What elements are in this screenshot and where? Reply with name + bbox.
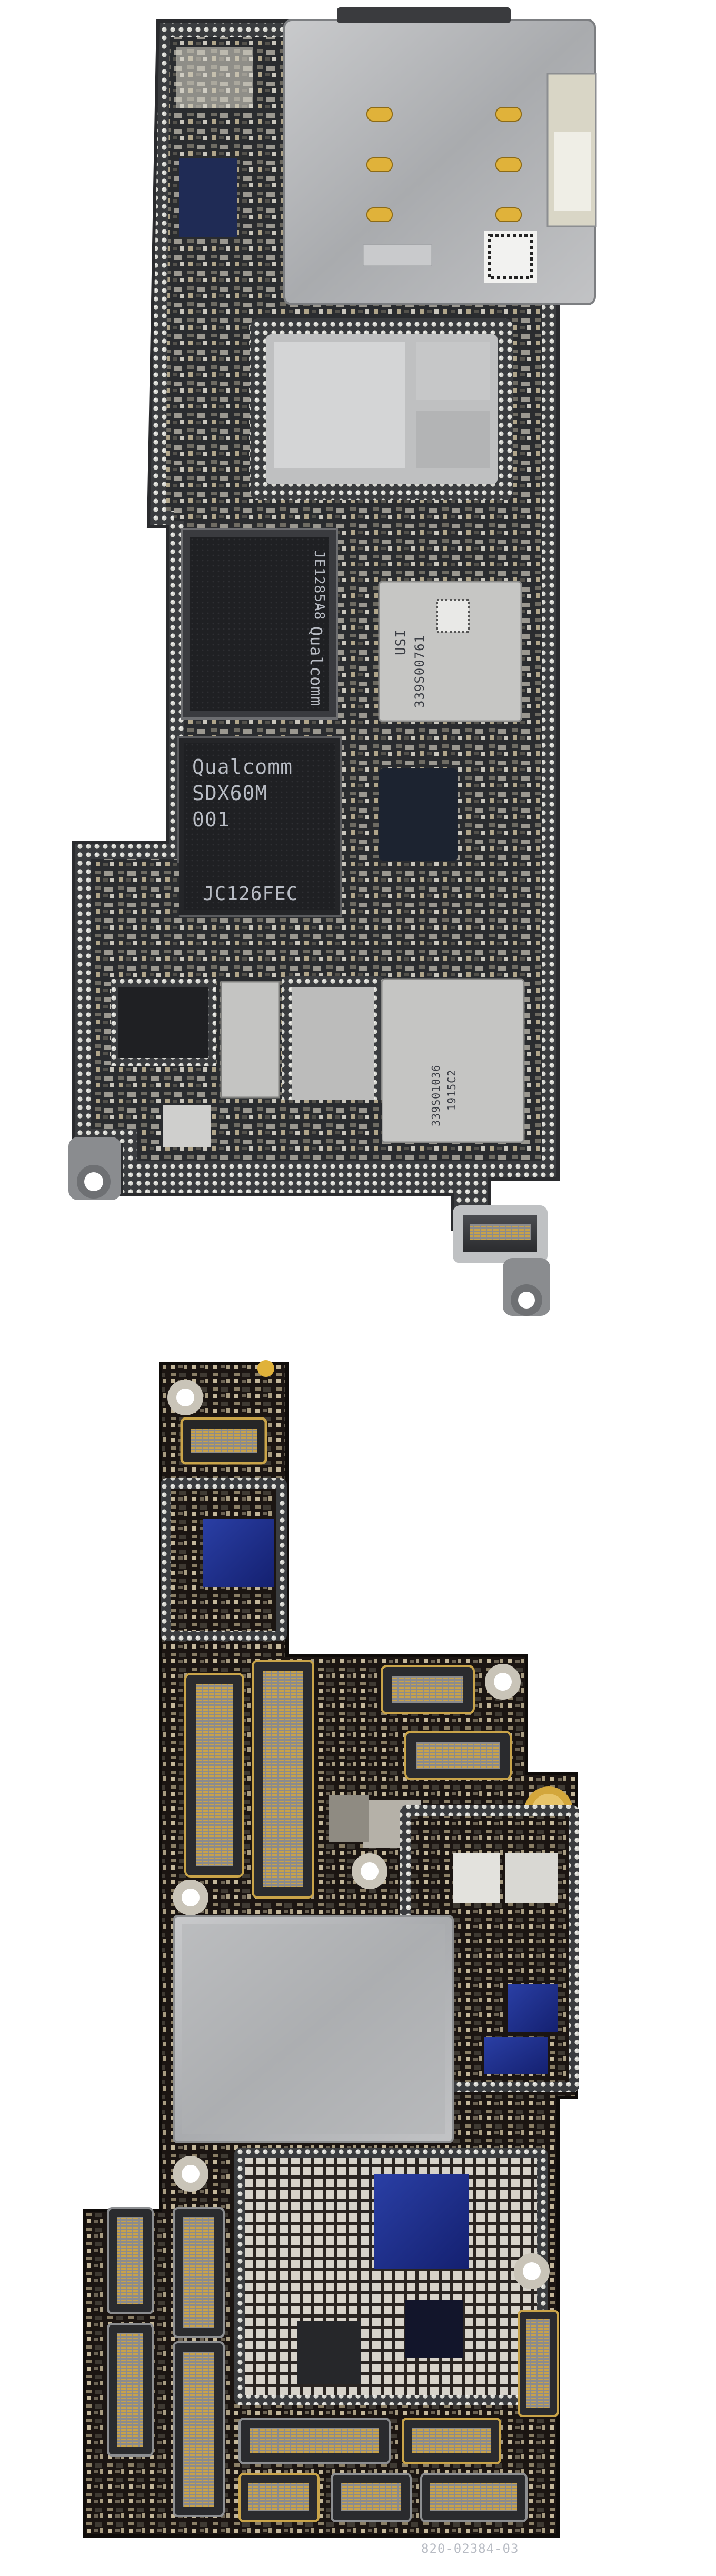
lower-main-shield	[234, 2148, 548, 2405]
modem-model: SDX60M	[192, 782, 267, 805]
top-logic-board: JE1285A8 Qualcomm Qualcomm SDX60M 001 JC…	[68, 7, 597, 1316]
left-column-dark-chip	[179, 158, 237, 237]
upper-right-connector-a	[381, 1665, 475, 1714]
sim-contacts	[366, 107, 522, 222]
rf-code-1: 339S01036	[430, 1065, 442, 1126]
usi-code: 339S00761	[412, 635, 427, 708]
rf-code-2: 1915C2	[445, 1070, 458, 1111]
lower-right-rf-shield: 339S01036 1915C2	[381, 978, 525, 1143]
large-silver-shield	[173, 1915, 454, 2143]
bottom-row-connector-d	[331, 2473, 412, 2522]
upper-right-connector-b	[404, 1731, 512, 1780]
bottom-row-connector-b	[402, 2418, 501, 2464]
right-blue-chip	[508, 1984, 558, 2032]
lower-blue-chip	[374, 2174, 469, 2269]
mid-component-cluster	[342, 505, 532, 579]
right-vertical-connector	[518, 2310, 559, 2417]
bottom-logic-board: 820-02384-03	[83, 1360, 579, 2556]
bottom-left-connector-4	[173, 2341, 225, 2517]
usi-label: USI	[393, 629, 409, 655]
bottom-left-connector-1	[107, 2207, 154, 2314]
modem-rev: 001	[192, 808, 230, 831]
lower-left-bga-chip	[111, 979, 216, 1066]
bottom-row-connector-c	[238, 2473, 320, 2522]
upper-rf-shield	[250, 318, 513, 500]
center-long-connector	[252, 1660, 314, 1899]
left-column-components	[174, 47, 253, 521]
lower-small-shield	[220, 981, 280, 1099]
upper-right-mount-hole	[485, 1664, 521, 1700]
mid-dark-chip	[379, 768, 458, 861]
mid-center-mount-hole	[352, 1853, 387, 1889]
pmic-brand: Qualcomm	[306, 626, 325, 707]
bottom-row-connector-e	[420, 2473, 528, 2522]
lower-right-mount-hole	[514, 2253, 550, 2289]
bottom-row-connector-a	[238, 2418, 391, 2464]
pmic-code: JE1285A8	[311, 550, 327, 620]
bottom-left-connector-3	[107, 2323, 154, 2457]
lower-center-shield	[282, 976, 384, 1119]
modem-lot: JC126FEC	[203, 883, 298, 905]
upper-blue-chip	[203, 1519, 274, 1587]
qualcomm-modem-chip: Qualcomm SDX60M 001 JC126FEC	[177, 736, 342, 917]
upper-blue-chip-shield	[161, 1478, 287, 1641]
lower-left-components	[95, 863, 179, 969]
usi-module: USI 339S00761	[378, 581, 522, 722]
top-left-mounting-tab	[68, 1137, 121, 1200]
lower-left-mount-hole	[173, 2156, 208, 2192]
top-flex-connector	[180, 1417, 267, 1465]
top-mount-hole	[167, 1380, 203, 1415]
top-bottom-mounting-tab	[503, 1258, 550, 1316]
sim-tray-datamatrix	[484, 231, 537, 283]
board-id-marking: 820-02384-03	[421, 2541, 519, 2556]
sim-tray-shield	[283, 7, 597, 305]
top-bottom-connector	[453, 1205, 548, 1263]
qualcomm-pmic-chip: JE1285A8 Qualcomm	[181, 528, 338, 720]
left-long-connector	[184, 1673, 244, 1878]
mid-left-mount-hole	[173, 1880, 208, 1915]
modem-brand: Qualcomm	[192, 755, 293, 778]
bottom-left-connector-2	[173, 2207, 225, 2338]
